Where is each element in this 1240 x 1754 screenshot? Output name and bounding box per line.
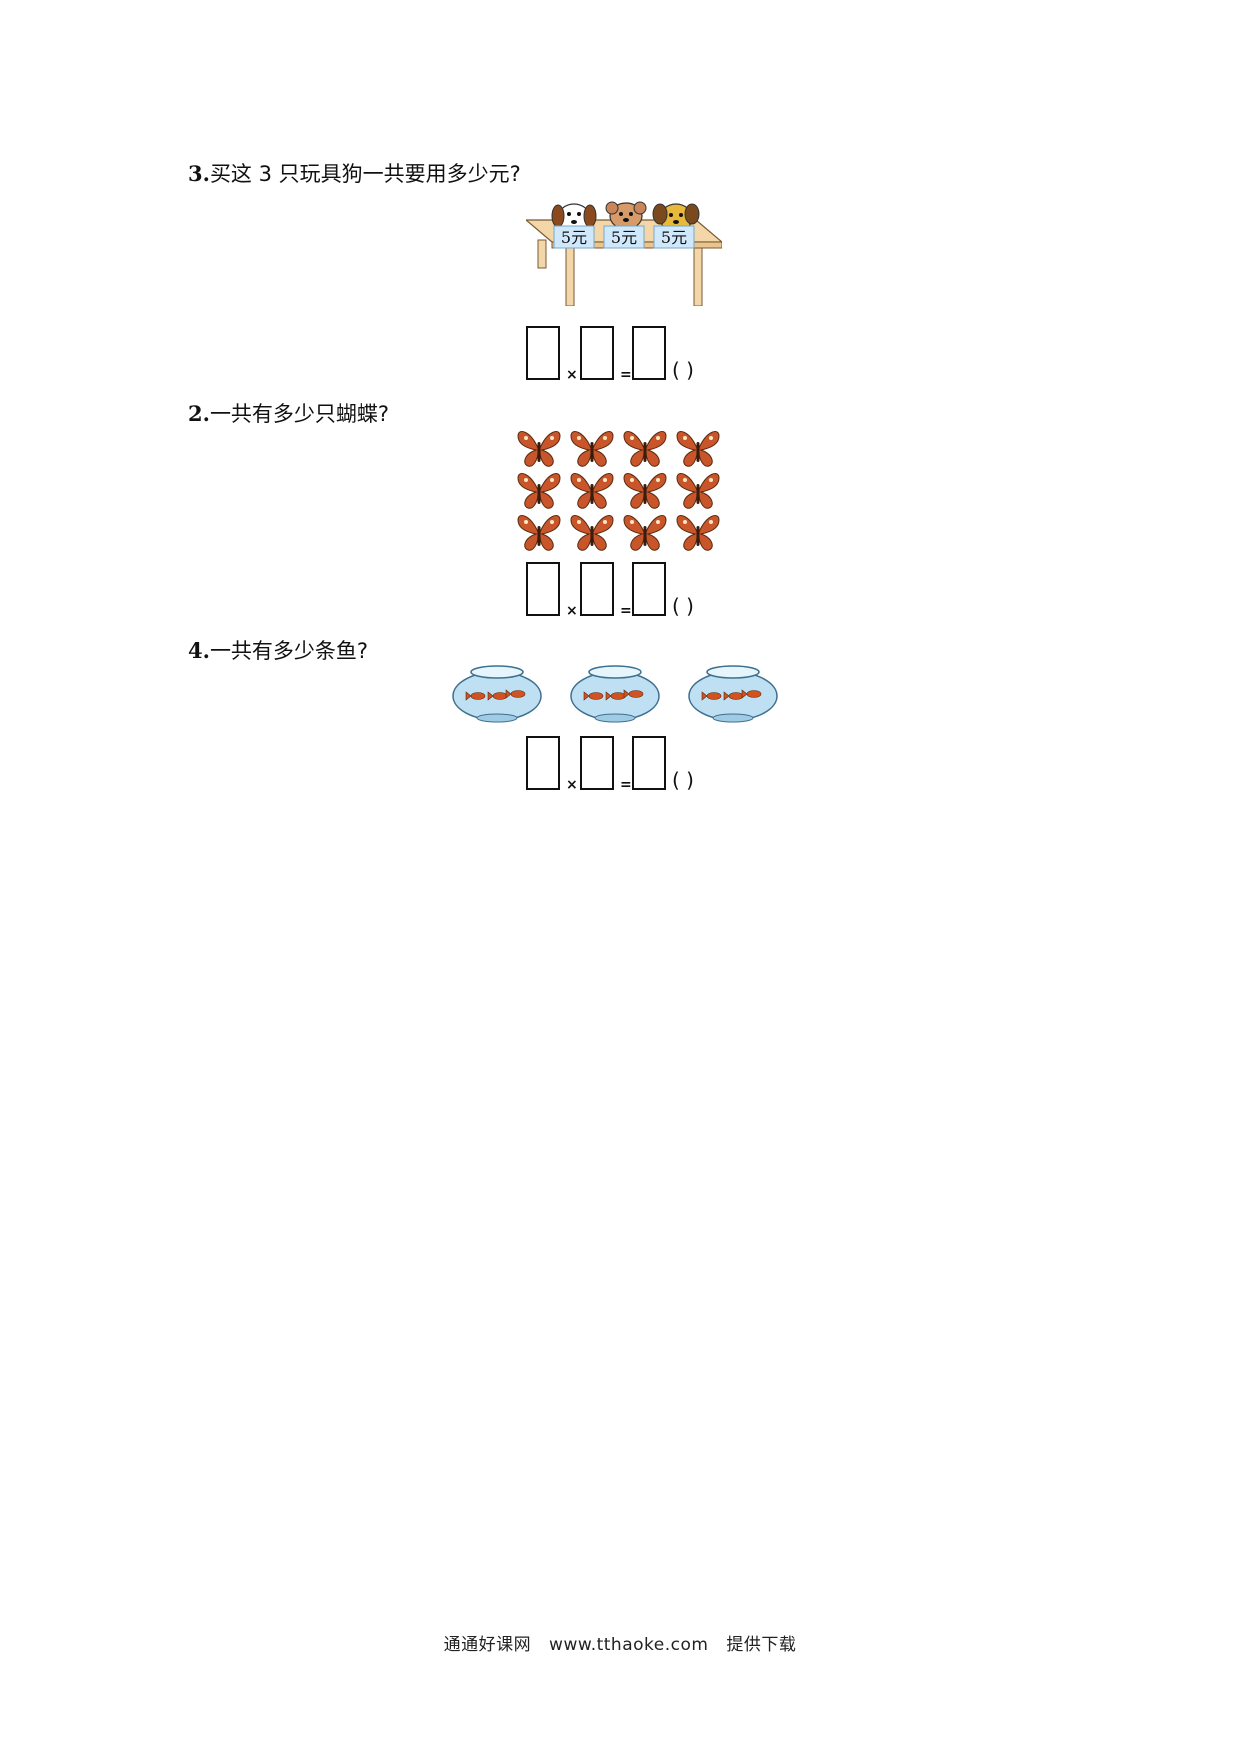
equals-sign: = xyxy=(620,777,632,793)
times-sign: × xyxy=(566,777,578,793)
equals-sign: = xyxy=(620,367,632,383)
butterfly-icon xyxy=(676,515,720,551)
price-tag-1: 5元 xyxy=(561,228,587,247)
question-3: 3.买这 3 只玩具狗一共要用多少元? xyxy=(188,158,521,188)
answer-box-1[interactable] xyxy=(526,736,560,790)
unit-parentheses[interactable]: ( ) xyxy=(672,768,694,792)
dogs-on-table-illustration: 5元 5元 5元 xyxy=(524,200,724,310)
answer-equation: × = ( ) xyxy=(526,326,726,392)
question-number: 2. xyxy=(188,401,210,426)
fish-bowl-icon xyxy=(570,665,660,723)
answer-box-2[interactable] xyxy=(580,326,614,380)
footer-suffix: 提供下载 xyxy=(726,1635,797,1655)
footer: 通通好课网 www.tthaoke.com 提供下载 xyxy=(0,1630,1240,1655)
butterfly-icon xyxy=(623,431,667,467)
butterfly-icon xyxy=(570,431,614,467)
question-number: 3. xyxy=(188,161,210,186)
question-2: 2.一共有多少只蝴蝶? xyxy=(188,398,389,428)
answer-box-2[interactable] xyxy=(580,736,614,790)
footer-site-name: 通通好课网 xyxy=(443,1635,532,1655)
answer-equation: × = ( ) xyxy=(526,562,726,628)
equals-sign: = xyxy=(620,603,632,619)
butterfly-icon xyxy=(517,515,561,551)
question-text: 买这 3 只玩具狗一共要用多少元? xyxy=(209,162,521,186)
butterfly-icon xyxy=(517,473,561,509)
butterflies-illustration xyxy=(516,428,722,560)
answer-box-3[interactable] xyxy=(632,736,666,790)
butterfly-icon xyxy=(517,431,561,467)
butterfly-icon xyxy=(623,515,667,551)
answer-box-2[interactable] xyxy=(580,562,614,616)
question-number: 4. xyxy=(188,638,210,663)
dog-3-icon xyxy=(652,203,700,233)
fish-bowl-icon xyxy=(452,665,542,723)
price-tag-3: 5元 xyxy=(661,228,687,247)
question-4: 4.一共有多少条鱼? xyxy=(188,635,368,665)
unit-parentheses[interactable]: ( ) xyxy=(672,594,694,618)
price-tag-2: 5元 xyxy=(611,228,637,247)
dog-2-icon xyxy=(605,201,647,230)
times-sign: × xyxy=(566,603,578,619)
butterfly-icon xyxy=(570,473,614,509)
answer-box-1[interactable] xyxy=(526,326,560,380)
question-text: 一共有多少只蝴蝶? xyxy=(209,402,390,426)
fish-bowl-icon xyxy=(688,665,778,723)
butterfly-icon xyxy=(623,473,667,509)
butterfly-icon xyxy=(570,515,614,551)
answer-box-3[interactable] xyxy=(632,326,666,380)
unit-parentheses[interactable]: ( ) xyxy=(672,358,694,382)
answer-equation: × = ( ) xyxy=(526,736,726,802)
question-text: 一共有多少条鱼? xyxy=(209,639,369,663)
fish-bowls-illustration xyxy=(452,662,782,728)
butterfly-icon xyxy=(676,473,720,509)
footer-url[interactable]: www.tthaoke.com xyxy=(549,1635,709,1655)
butterfly-icon xyxy=(676,431,720,467)
answer-box-3[interactable] xyxy=(632,562,666,616)
times-sign: × xyxy=(566,367,578,383)
answer-box-1[interactable] xyxy=(526,562,560,616)
